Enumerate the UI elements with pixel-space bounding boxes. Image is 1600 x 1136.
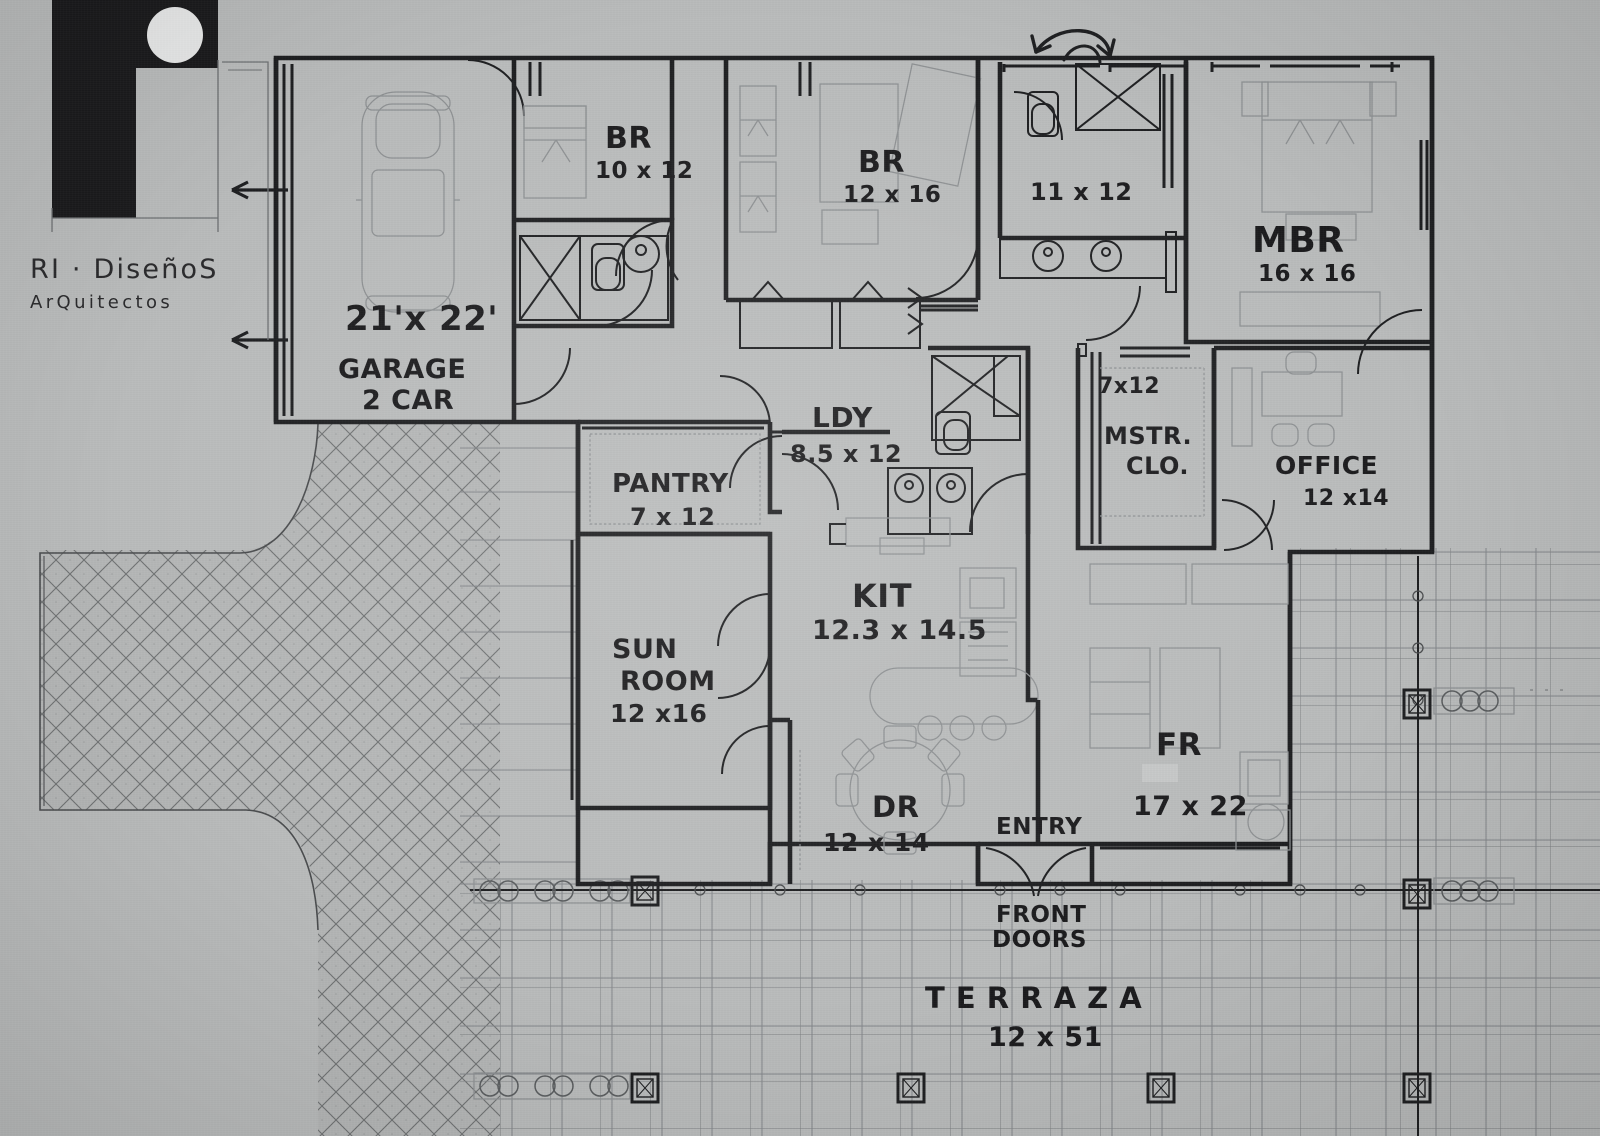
terrace-label: T E R R A Z A xyxy=(925,981,1142,1015)
sunroom-label-2: ROOM xyxy=(620,666,716,697)
bed-ghost-2 xyxy=(739,63,982,245)
garage-arrow xyxy=(231,180,288,350)
garage-dimension: 21'x 22' xyxy=(345,299,498,339)
familyroom-label: FR xyxy=(1156,727,1202,763)
sunroom-label: SUN xyxy=(612,634,677,665)
logo-mark xyxy=(51,0,269,340)
br2-label: BR xyxy=(858,145,905,180)
office-label: OFFICE xyxy=(1275,451,1378,480)
bath-1 xyxy=(519,235,669,327)
dining-table-ghost xyxy=(835,725,965,855)
kitchen-counters xyxy=(845,517,1017,677)
column-marker xyxy=(630,688,1432,1104)
mbr-label: MBR xyxy=(1252,220,1344,261)
planter-box xyxy=(473,687,1563,1100)
family-room xyxy=(975,563,1291,897)
garage-label: GARAGE xyxy=(338,354,466,385)
garage xyxy=(231,58,571,422)
garage-label-2: 2 CAR xyxy=(362,385,454,416)
mstr-closet-label: MSTR. xyxy=(1104,422,1192,450)
pantry-dimension: 7 x 12 xyxy=(630,503,715,531)
kitchen xyxy=(829,348,1039,741)
fr-furniture xyxy=(1089,563,1291,851)
washer-dryer xyxy=(887,467,973,535)
ldy-dimension: 8.5 x 12 xyxy=(790,440,902,468)
front-doors xyxy=(975,844,1095,897)
sun-room xyxy=(570,531,773,884)
dining-dimension: 12 x 14 xyxy=(823,828,930,857)
mstr-closet-label-2: CLO. xyxy=(1126,452,1189,480)
logo-brand: RI · DiseñoS xyxy=(30,254,219,285)
logo-subtitle: ArQuitectos xyxy=(30,292,173,313)
laundry xyxy=(719,345,1031,535)
mbr-bed-ghost xyxy=(1239,81,1397,327)
master-bedroom xyxy=(1183,58,1432,375)
dining-label: DR xyxy=(872,790,919,824)
bed-ghost xyxy=(523,105,587,199)
familyroom-dimension: 17 x 22 xyxy=(1133,791,1248,822)
office xyxy=(1211,345,1432,551)
kitchen-dimension: 12.3 x 14.5 xyxy=(812,615,987,646)
ldy-label: LDY xyxy=(812,401,873,434)
mbr-dimension: 16 x 16 xyxy=(1258,261,1356,287)
closets-hall xyxy=(739,280,978,349)
br1-label: BR xyxy=(605,121,652,156)
front-doors-label: FRONT xyxy=(996,902,1086,928)
office-dimension: 12 x14 xyxy=(1303,486,1389,511)
swap-arrows xyxy=(1030,29,1116,64)
car-ghost xyxy=(356,91,460,313)
bath-3 xyxy=(1013,63,1161,141)
driveway-paving xyxy=(39,422,500,1136)
sunroom-dimension: 12 x16 xyxy=(610,699,707,728)
mstr-closet-dimension: 7x12 xyxy=(1098,374,1160,399)
br1-dimension: 10 x 12 xyxy=(595,158,693,184)
kitchen-label: KIT xyxy=(852,577,912,615)
office-furniture xyxy=(1231,351,1343,447)
front-doors-label-2: DOORS xyxy=(992,927,1087,953)
br2-dimension: 12 x 16 xyxy=(843,182,941,208)
vanity-3 xyxy=(999,231,1177,293)
pantry-label: PANTRY xyxy=(612,469,729,499)
entry-label: ENTRY xyxy=(996,814,1082,840)
bedroom-1 xyxy=(514,58,679,329)
kitchen-island xyxy=(869,667,1039,741)
dining-room xyxy=(770,717,965,884)
terrace-dimension: 12 x 51 xyxy=(988,1022,1103,1053)
br3-dimension: 11 x 12 xyxy=(1030,178,1133,206)
